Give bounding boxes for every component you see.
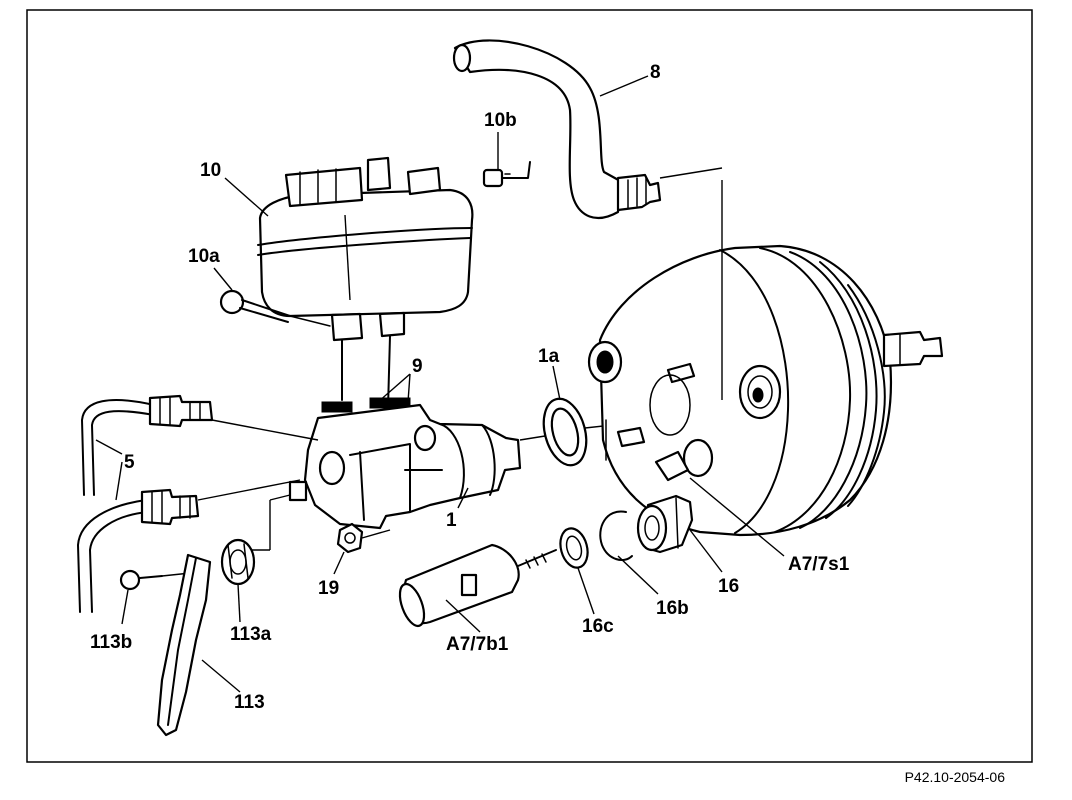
callout-labels: 8 10b 10 10a 9 1a 5 1 19 113b 113a 113 A… — [90, 62, 850, 713]
callout-8: 8 — [650, 62, 661, 83]
callout-113b: 113b — [90, 632, 132, 653]
circlip-16b — [599, 510, 633, 561]
reference-code: P42.10-2054-06 — [905, 769, 1006, 785]
pin-10a — [219, 289, 331, 327]
bushing-113a — [220, 494, 291, 586]
callout-1a: 1a — [538, 346, 560, 367]
brake-lines-5 — [77, 394, 319, 613]
bracket-113 — [119, 553, 212, 737]
nut-19 — [336, 522, 391, 554]
callout-10a: 10a — [188, 246, 220, 267]
o-ring-16c — [559, 527, 589, 569]
leader-lines — [95, 75, 785, 693]
diagram-frame — [26, 9, 1033, 763]
sensor-a7-7b1 — [398, 543, 557, 628]
callout-10: 10 — [200, 160, 221, 181]
callout-113a: 113a — [230, 624, 272, 645]
master-cylinder-1 — [288, 403, 522, 530]
callout-a7-7b1: A7/7b1 — [446, 634, 509, 655]
brake-fluid-reservoir-10 — [257, 156, 474, 409]
callout-5: 5 — [124, 452, 135, 473]
callout-113: 113 — [234, 692, 265, 713]
vacuum-hose-8 — [452, 39, 662, 219]
callout-16b: 16b — [656, 598, 689, 619]
brake-booster — [587, 167, 944, 537]
seal-ring-1a — [519, 397, 677, 467]
sensor-housing-16 — [636, 494, 694, 554]
callout-a7-7s1: A7/7s1 — [788, 554, 850, 575]
callout-1: 1 — [446, 510, 457, 531]
callout-16: 16 — [718, 576, 739, 597]
callout-19: 19 — [318, 578, 339, 599]
callout-9: 9 — [412, 356, 423, 377]
connector-10b — [482, 161, 531, 188]
callout-10b: 10b — [484, 110, 517, 131]
callout-16c: 16c — [582, 616, 614, 637]
